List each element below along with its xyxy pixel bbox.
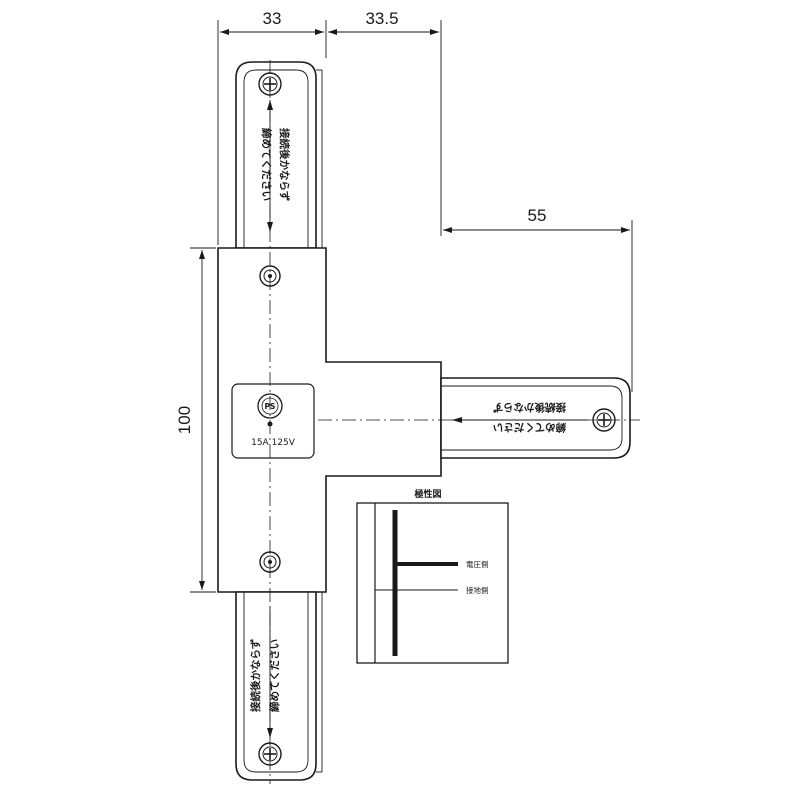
- ground-side-label: 接地側: [466, 585, 489, 595]
- voltage-side-label: 電圧側: [466, 559, 489, 569]
- bottom-arm-text-1: 接続後かならず: [249, 638, 262, 712]
- dim-label-33: 33: [263, 9, 282, 28]
- right-arm: 接続後かならず 締めてください: [440, 377, 631, 472]
- dim-label-55: 55: [528, 206, 547, 225]
- dimension-top-33-5: 33.5: [328, 9, 442, 236]
- rating-label: 15A 125V: [251, 438, 296, 448]
- top-arm: 接続後かならず 締めてください: [235, 61, 323, 249]
- dim-label-100: 100: [175, 406, 194, 434]
- right-arm-text-2: 締めてください: [493, 421, 566, 434]
- top-arm-text-1: 接続後かならず: [278, 128, 291, 202]
- top-arm-text-2: 締めてください: [260, 128, 273, 201]
- dim-label-33-5: 33.5: [365, 9, 398, 28]
- dimension-left-100: 100: [175, 247, 216, 593]
- polarity-diagram: 極性図 電圧側 接地側: [356, 488, 509, 664]
- polarity-title: 極性図: [413, 488, 441, 500]
- bottom-arm-text-2: 締めてください: [268, 639, 281, 712]
- right-arm-text-1: 接続後かならず: [492, 401, 566, 414]
- dimension-top-33: 33: [217, 9, 327, 245]
- bottom-arm: 接続後かならず 締めてください: [235, 591, 323, 781]
- dimension-right-55: 55: [443, 206, 633, 392]
